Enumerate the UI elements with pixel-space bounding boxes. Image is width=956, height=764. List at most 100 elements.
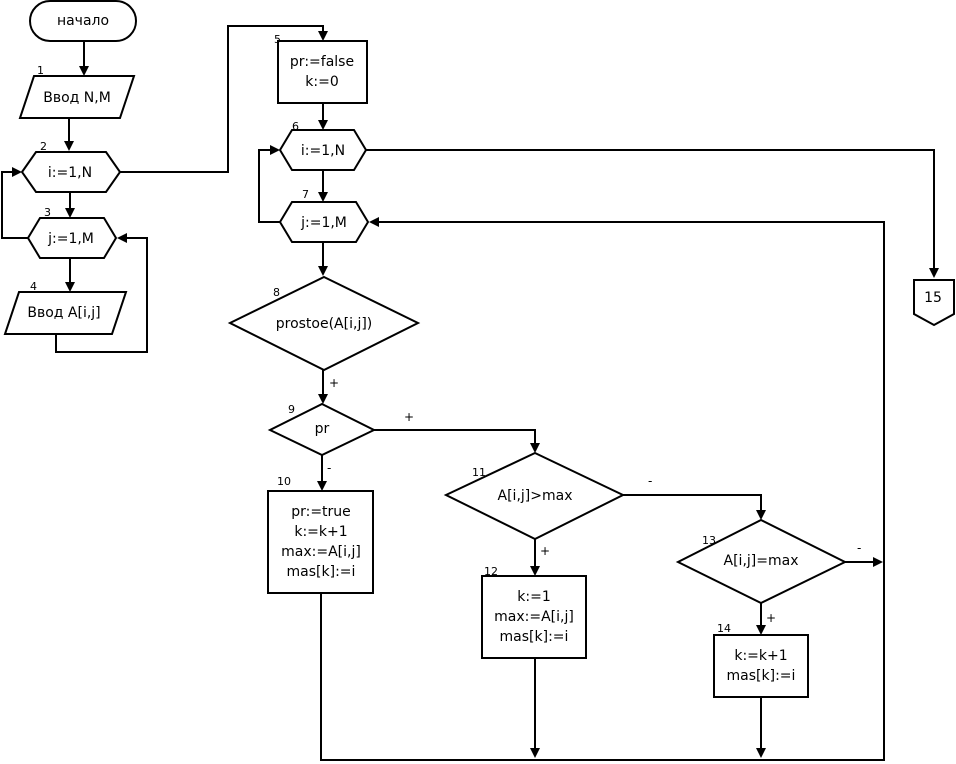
block-label: j:=1,M	[47, 231, 94, 247]
block-11-decision: 11 A[i,j]>max + -	[443, 451, 652, 558]
decision-shape	[675, 518, 848, 605]
arrowhead	[873, 557, 883, 567]
block-line: mas[k]:=i	[287, 564, 356, 580]
block-number: 5	[274, 33, 281, 46]
block-line: pr:=false	[290, 54, 354, 70]
block-label: Ввод N,M	[43, 90, 111, 106]
connector-label: 15	[924, 290, 942, 306]
block-line: max:=A[i,j]	[494, 609, 574, 625]
block-5-process: 5 pr:=false k:=0	[274, 33, 368, 104]
branch-label-yes: +	[329, 376, 339, 390]
block-line: max:=A[i,j]	[281, 544, 361, 560]
block-number: 3	[44, 206, 51, 219]
edge-2-5	[119, 25, 324, 173]
block-line: mas[k]:=i	[500, 629, 569, 645]
process-shape	[481, 575, 587, 659]
edge-loop-back-7	[320, 221, 885, 761]
arrowhead	[65, 282, 75, 292]
block-15-connector: 15	[913, 279, 955, 327]
block-10-process: 10 pr:=true k:=k+1 max:=A[i,j] mas[k]:=i	[267, 475, 374, 594]
block-label: i:=1,N	[301, 143, 345, 159]
arrowhead	[64, 141, 74, 151]
parallelogram-shape	[3, 291, 128, 335]
arrowhead	[117, 233, 127, 243]
process-shape	[277, 40, 368, 104]
block-label: A[i,j]>max	[498, 488, 573, 504]
block-label: prostoe(A[i,j])	[276, 316, 373, 332]
block-number: 2	[40, 140, 47, 153]
block-8-decision: 8 prostoe(A[i,j]) +	[227, 275, 421, 390]
arrowhead	[317, 481, 327, 491]
block-4-input: 4 Ввод A[i,j]	[3, 280, 128, 335]
arrowhead	[65, 208, 75, 218]
hexagon-shape	[278, 129, 368, 171]
arrowhead	[530, 748, 540, 758]
connectors	[1, 25, 939, 761]
process-shape	[267, 490, 374, 594]
arrowhead	[756, 748, 766, 758]
arrowhead	[318, 192, 328, 202]
block-number: 7	[302, 188, 309, 201]
decision-shape	[443, 451, 626, 541]
arrowhead	[270, 145, 280, 155]
arrowhead	[756, 510, 766, 520]
block-label: Ввод A[i,j]	[27, 305, 100, 321]
block-number: 13	[702, 534, 716, 547]
block-9-decision: 9 pr + -	[267, 402, 414, 475]
arrowhead	[318, 266, 328, 276]
branch-label-no: -	[648, 474, 652, 488]
decision-shape	[267, 402, 377, 457]
arrowhead	[79, 66, 89, 76]
terminator-shape	[29, 0, 137, 42]
block-2-loop: 2 i:=1,N	[20, 140, 122, 193]
block-7-loop: 7 j:=1,M	[278, 188, 370, 243]
block-start: начало	[29, 0, 137, 42]
hexagon-shape	[20, 151, 122, 193]
block-line: k:=k+1	[734, 648, 787, 664]
block-number: 10	[277, 475, 291, 488]
process-shape	[713, 634, 809, 698]
edge-7-loop-6	[258, 149, 287, 223]
arrowhead	[530, 443, 540, 453]
block-3-loop: 3 j:=1,M	[26, 206, 118, 259]
parallelogram-shape	[18, 75, 136, 119]
block-line: k:=k+1	[294, 524, 347, 540]
block-number: 6	[292, 120, 299, 133]
block-label: i:=1,N	[48, 165, 92, 181]
branch-label-yes: +	[766, 611, 776, 625]
branch-label-yes: +	[540, 544, 550, 558]
arrowhead	[318, 394, 328, 404]
block-6-loop: 6 i:=1,N	[278, 120, 368, 171]
block-12-process: 12 k:=1 max:=A[i,j] mas[k]:=i	[481, 565, 587, 659]
arrowhead	[369, 217, 379, 227]
block-number: 1	[37, 64, 44, 77]
edge-9-11	[374, 429, 536, 445]
block-number: 14	[717, 622, 731, 635]
block-1-input: 1 Ввод N,M	[18, 64, 136, 119]
block-line: k:=1	[517, 589, 550, 605]
arrowhead	[530, 566, 540, 576]
block-label: pr	[315, 421, 330, 437]
block-number: 11	[472, 466, 486, 479]
block-line: pr:=true	[291, 504, 351, 520]
block-number: 12	[484, 565, 498, 578]
edge-3-loop-2	[1, 171, 28, 239]
offpage-connector-shape	[913, 279, 955, 327]
arrowhead	[318, 31, 328, 41]
block-line: k:=0	[305, 74, 338, 90]
start-label: начало	[57, 13, 109, 29]
arrowhead	[756, 625, 766, 635]
arrowhead	[929, 268, 939, 278]
branch-label-yes: +	[404, 410, 414, 424]
hexagon-shape	[26, 217, 118, 259]
branch-label-no: -	[327, 461, 331, 475]
edge-4-loop-3	[55, 237, 148, 353]
block-line: mas[k]:=i	[727, 668, 796, 684]
block-label: j:=1,M	[300, 215, 347, 231]
arrowhead	[318, 120, 328, 130]
block-number: 8	[273, 286, 280, 299]
block-number: 9	[288, 403, 295, 416]
branch-label-no: -	[857, 541, 861, 555]
hexagon-shape	[278, 201, 370, 243]
